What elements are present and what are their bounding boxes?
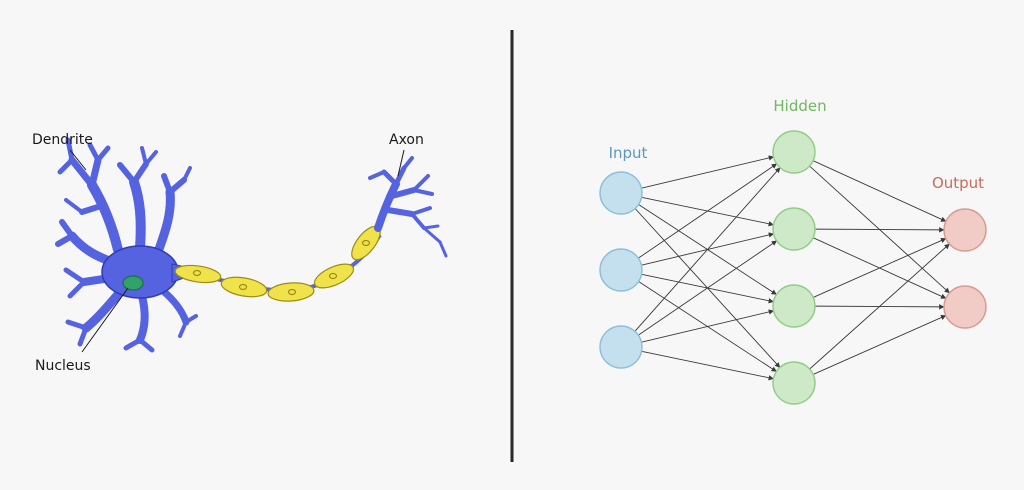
hidden-node-1: [772, 130, 816, 174]
hidden-node-3: [772, 284, 816, 328]
edge-input1-hidden1: [641, 155, 775, 189]
output-node-1: [943, 208, 987, 252]
dendrite-leader: [69, 149, 87, 171]
edge-input3-hidden4: [641, 350, 774, 381]
axon-label: Axon: [389, 132, 424, 148]
nucleus-leader: [81, 287, 129, 353]
edge-input3-hidden3: [641, 309, 775, 343]
biological-neuron: Dendrite Axon Nucleus: [32, 132, 448, 374]
myelin-sheaths: [174, 225, 381, 302]
axon-terminals: [368, 156, 448, 258]
network-nodes: [599, 130, 987, 405]
axon-core: [189, 233, 382, 293]
neural-network: Input Hidden Output: [599, 97, 987, 405]
myelin-segment-2: [220, 276, 268, 298]
edge-hidden2-output1: [814, 227, 945, 233]
axon-leader: [397, 149, 405, 177]
myelin-nuclei: [192, 239, 371, 296]
edge-hidden3-output1: [813, 238, 947, 298]
myelin-segment-4: [313, 263, 355, 289]
nucleus-label: Nucleus: [35, 358, 91, 374]
network-edges: [634, 155, 950, 381]
input-layer-label: Input: [609, 144, 648, 162]
hidden-node-2: [772, 207, 816, 251]
input-node-2: [599, 248, 643, 292]
output-layer-label: Output: [932, 174, 984, 192]
nucleus: [122, 275, 144, 291]
edge-input3-hidden1: [634, 167, 781, 332]
input-node-3: [599, 325, 643, 369]
myelin-segment-3: [267, 282, 315, 302]
edge-input2-hidden1: [638, 163, 778, 259]
cell-body: [101, 245, 179, 299]
edge-input3-hidden2: [638, 240, 778, 336]
output-node-2: [943, 285, 987, 329]
edge-hidden4-output1: [809, 243, 950, 370]
hidden-node-4: [772, 361, 816, 405]
input-node-1: [599, 171, 643, 215]
dendrite-label: Dendrite: [32, 132, 93, 148]
edge-hidden4-output2: [813, 315, 947, 375]
dendrites: [55, 137, 198, 353]
edge-hidden1-output1: [812, 160, 947, 222]
myelin-segment-1: [174, 264, 222, 284]
hidden-layer-label: Hidden: [773, 97, 826, 115]
